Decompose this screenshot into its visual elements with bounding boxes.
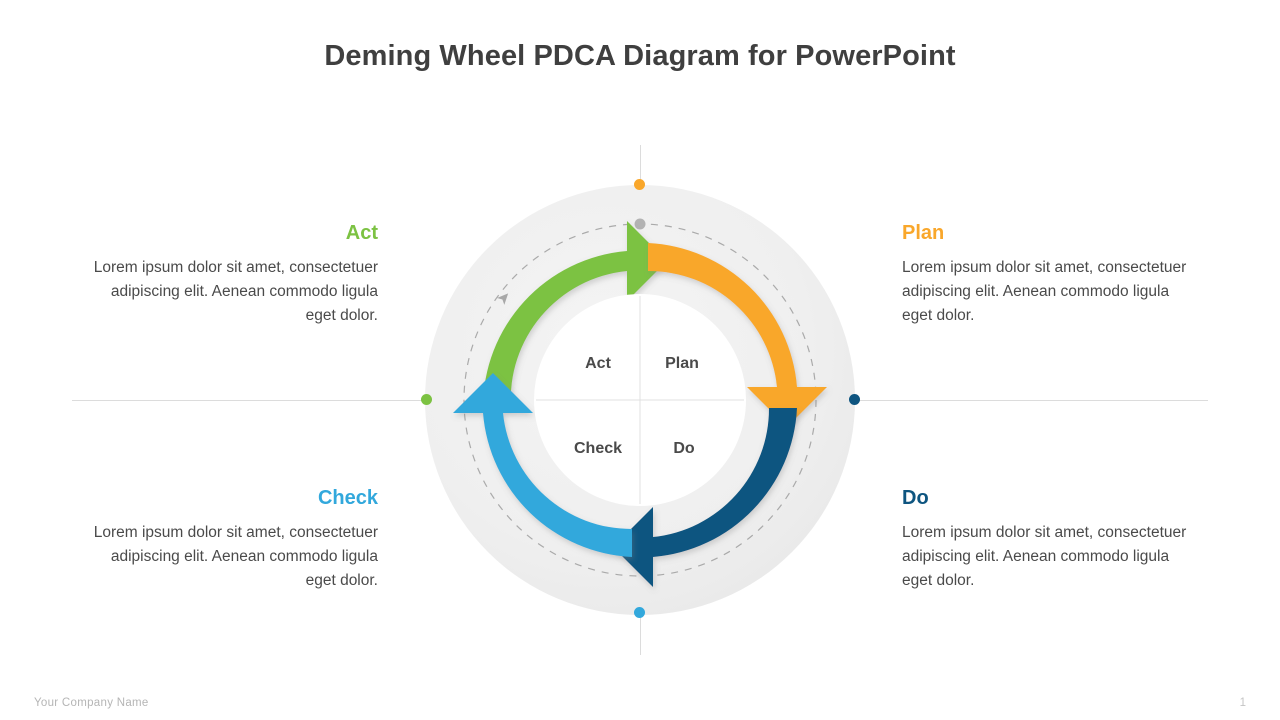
arrow-check: [453, 373, 632, 557]
wheel-label-check: Check: [573, 440, 623, 457]
axis-dot-top: [634, 179, 645, 190]
text-block-plan-body: Lorem ipsum dolor sit amet, consectetuer…: [902, 259, 1187, 325]
wheel-label-act: Act: [585, 355, 611, 372]
arrow-do: [613, 408, 797, 587]
page-title: Deming Wheel PDCA Diagram for PowerPoint: [324, 40, 956, 72]
arrow-plan: [648, 243, 827, 427]
text-block-plan-heading: Plan: [902, 222, 945, 244]
text-block-act-heading: Act: [345, 222, 378, 244]
axis-dot-bottom: [634, 607, 645, 618]
arrow-act: [482, 221, 667, 408]
dashed-ring-direction-arrow-icon: [497, 293, 509, 305]
axis-dot-left: [421, 394, 432, 405]
text-block-do-body: Lorem ipsum dolor sit amet, consectetuer…: [902, 524, 1187, 590]
text-block-check: Check Lorem ipsum dolor sit amet, consec…: [78, 487, 378, 593]
text-block-check-heading: Check: [317, 487, 378, 509]
text-block-do: Do Lorem ipsum dolor sit amet, consectet…: [902, 487, 1202, 593]
dashed-ring-start-dot: [634, 218, 646, 230]
text-block-act-body: Lorem ipsum dolor sit amet, consectetuer…: [93, 259, 378, 325]
wheel-label-do: Do: [673, 440, 695, 457]
footer-company-name: Your Company Name: [34, 697, 149, 709]
wheel-label-plan: Plan: [665, 355, 699, 372]
text-block-plan: Plan Lorem ipsum dolor sit amet, consect…: [902, 222, 1202, 328]
axis-dot-right: [849, 394, 860, 405]
text-block-act: Act Lorem ipsum dolor sit amet, consecte…: [78, 222, 378, 328]
footer-page-number: 1: [1239, 697, 1246, 709]
pdca-wheel-diagram: [405, 165, 875, 635]
text-block-do-heading: Do: [902, 487, 929, 509]
text-block-check-body: Lorem ipsum dolor sit amet, consectetuer…: [93, 524, 378, 590]
